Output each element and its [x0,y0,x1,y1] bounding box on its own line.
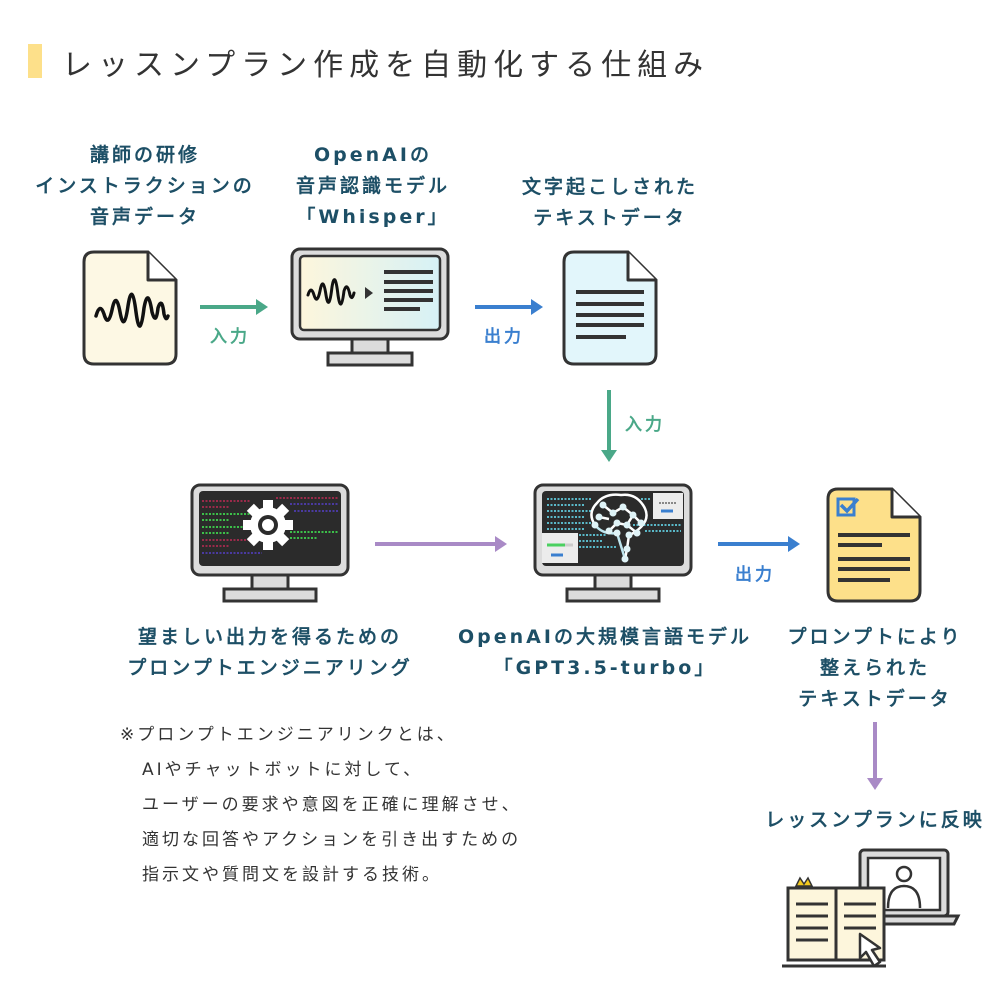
note-line: ユーザーの要求や意図を正確に理解させ、 [142,795,522,815]
label-line: 音声認識モデル [295,175,450,197]
label-line: プロンプトにより [787,626,963,648]
step-transcript-label: 文字起こしされた テキストデータ [495,172,725,234]
step-prompt-eng-label: 望ましい出力を得るための プロンプトエンジニアリング [110,622,430,684]
code-lines [547,498,681,548]
note-line: ※プロンプトエンジニアリンクとは、 [120,725,457,745]
label-line: プロンプトエンジニアリング [127,657,413,679]
note-line: AIやチャットボットに対して、 [142,760,424,780]
monitor-speech-to-text-icon [290,247,450,367]
code-lines [202,497,338,554]
arrow-label-output-1: 出力 [484,327,524,347]
note-line: 指示文や質問文を設計する技術。 [142,865,442,885]
label-line: 「Whisper」 [296,206,450,228]
label-line: インストラクションの [35,175,255,197]
label-line: 整えられた [819,657,930,679]
arrow-output-2 [718,536,800,552]
checked-document-icon [826,487,922,603]
label-line: 望ましい出力を得るための [137,626,402,648]
step-refined-label: プロンプトにより 整えられた テキストデータ [770,622,980,715]
arrow-input-1 [200,299,268,315]
monitor-gear-icon [190,483,350,603]
cursor-icon [858,932,882,968]
checkbox-icon [836,497,860,517]
arrow-input-2 [601,390,617,462]
prompt-engineering-note: ※プロンプトエンジニアリンクとは、 AIやチャットボットに対して、 ユーザーの要… [120,718,522,893]
step-whisper-label: OpenAIの 音声認識モデル 「Whisper」 [258,140,488,233]
label-line: テキストデータ [798,688,952,710]
label-line: 文字起こしされた [521,176,698,198]
label-line: テキストデータ [533,207,687,229]
step-lesson-label: レッスンプランに反映 [760,805,990,836]
arrow-to-lesson-plan [867,722,883,790]
label-line: OpenAIの [314,144,432,166]
text-document-icon [562,250,658,366]
label-line: 講師の研修 [89,144,200,166]
gear-icon [243,500,293,550]
label-line: OpenAIの大規模言語モデル [458,626,752,648]
arrow-label-input-2: 入力 [625,415,665,435]
note-line: 適切な回答やアクションを引き出すための [142,830,522,850]
audio-file-icon [82,250,178,366]
monitor-ai-brain-icon [533,483,693,603]
step-audio-label: 講師の研修 インストラクションの 音声データ [30,140,260,233]
step-gpt-label: OpenAIの大規模言語モデル 「GPT3.5-turbo」 [445,622,765,684]
label-line: 音声データ [89,206,200,228]
title-accent-bar [28,44,42,78]
page-title: レッスンプラン作成を自動化する仕組み [62,48,710,83]
arrow-prompt-to-gpt [375,536,507,552]
label-line: 「GPT3.5-turbo」 [493,657,717,679]
book-laptop-icon [782,848,961,968]
label-line: レッスンプランに反映 [765,809,985,831]
arrow-output-1 [475,299,543,315]
arrow-label-output-2: 出力 [735,565,775,585]
arrow-label-input-1: 入力 [210,327,250,347]
